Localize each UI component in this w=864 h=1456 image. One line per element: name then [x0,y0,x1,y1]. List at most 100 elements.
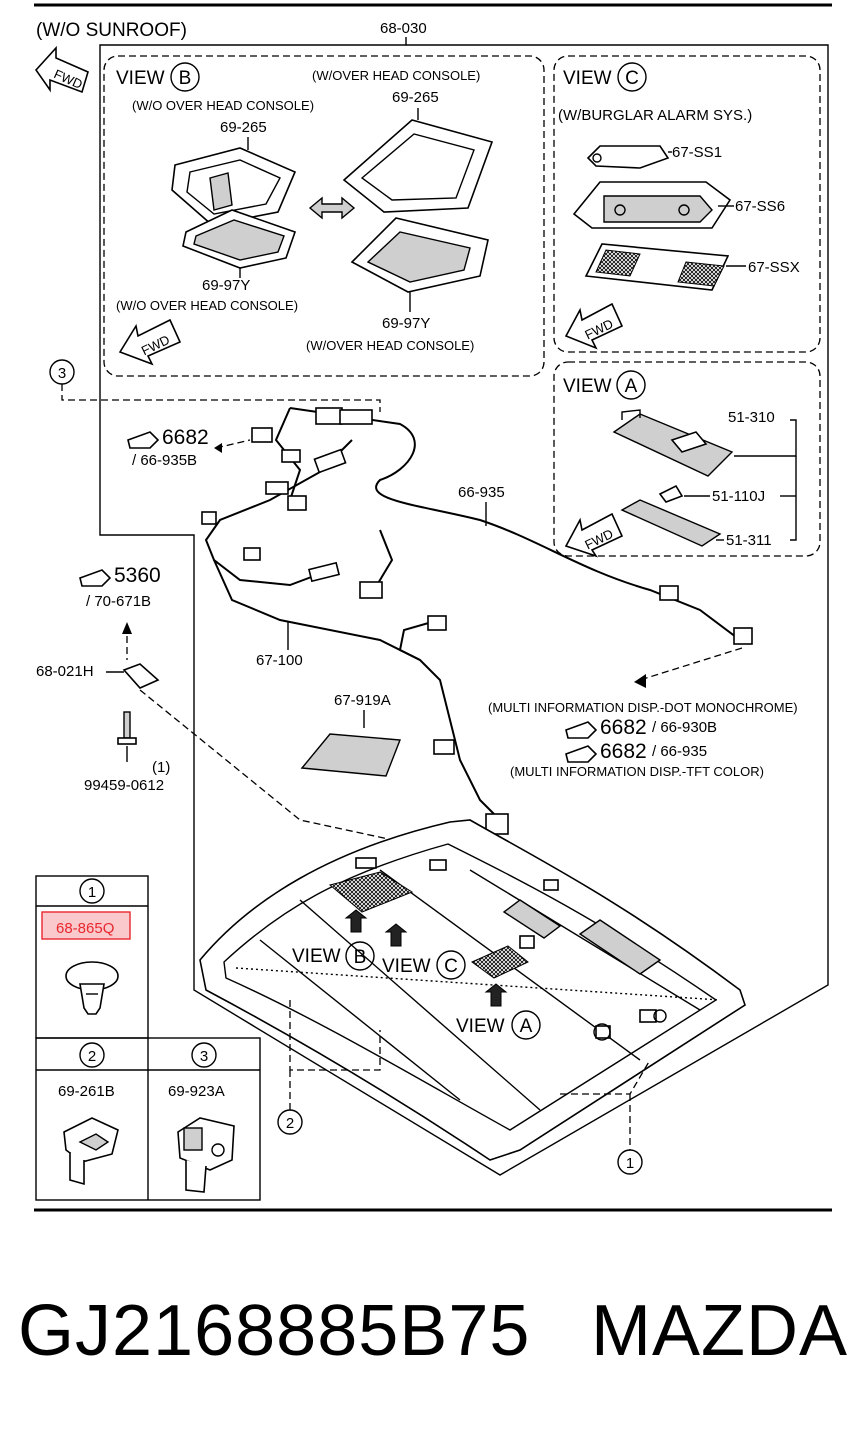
ref-6682-a-num: 6682 [162,426,209,449]
view-b-note-bottom-left: (W/O OVER HEAD CONSOLE) [116,298,298,313]
view-a-part-c: 51-311 [726,532,772,549]
hand-ref-icon-b [79,569,112,587]
ref-5360-sub: / 70-671B [86,593,151,610]
view-b-lid-large [350,217,489,312]
multi-info-ref2-num: 6682 [600,740,647,763]
bracket-part [122,663,160,689]
view-a-part-a: 51-310 [728,409,775,426]
ref-5360-num: 5360 [114,564,161,587]
callout-one-circle [617,1149,643,1175]
view-c-part-a: 67-SS1 [672,144,722,161]
multi-info-note-top: (MULTI INFORMATION DISP.-DOT MONOCHROME) [488,700,798,715]
view-a-map-lamp [612,409,734,477]
ref-6682-a-sub: / 66-935B [132,452,197,469]
view-b-word: VIEW [116,68,165,89]
pad-label: 67-919A [334,692,391,709]
bolt-part [117,711,137,745]
inset-table [35,875,261,1201]
headliner-view-a-letter: A [520,1016,533,1037]
view-b-note-bottom-right: (W/OVER HEAD CONSOLE) [306,338,474,353]
view-b-note-right: (W/OVER HEAD CONSOLE) [312,68,480,83]
view-b-part-d: 69-97Y [382,315,430,332]
pad-part [300,733,401,777]
inset-one-label: 1 [88,884,96,901]
view-a-box [553,361,821,557]
view-a-lens [620,499,722,547]
view-c-sensor-bracket [586,145,672,169]
view-c-note: (W/BURGLAR ALARM SYS.) [558,107,752,124]
inset-two-circle [79,1042,105,1068]
part-number: GJ2168885B75 [18,1291,531,1371]
clip-69-923a [177,1117,235,1193]
bolt-label: 99459-0612 [84,777,164,794]
harness-roof-label: 67-100 [256,652,303,669]
view-c-letter: C [625,68,639,89]
double-arrow-icon [308,196,356,220]
callout-three-label: 3 [58,365,66,382]
multi-info-ref1-num: 6682 [600,716,647,739]
fwd-arrow-icon: FWD [34,45,89,94]
view-b-note-left: (W/O OVER HEAD CONSOLE) [132,98,314,113]
brand-name: MAZDA [591,1291,848,1371]
view-a-circle [616,370,646,400]
inset-part-two: 69-261B [58,1083,115,1100]
bolt-qty: (1) [152,759,170,776]
arrow-view-c-icon [384,923,408,947]
parts-diagram: (W/O SUNROOF) 68-030 FWD VIEW B (W/OVER … [34,3,832,1212]
view-b-part-c: 69-97Y [202,277,250,294]
ref-6682-a-arrow [214,443,222,453]
harness-main-label: 66-935 [458,484,505,501]
bracket-label: 68-021H [36,663,94,680]
ref-5360-arrow [122,622,132,634]
view-a-bracket-bottom [790,456,797,541]
header-label: (W/O SUNROOF) [36,20,187,41]
headliner-view-b-letter: B [354,947,367,968]
callout-two-leader [289,1000,381,1071]
multi-info-arrow [634,674,646,688]
callout-two-label: 2 [286,1115,294,1132]
main-part-label: 68-030 [380,20,427,37]
wire-harness [201,407,753,835]
headliner-view-a-circle [511,1010,541,1040]
view-c-circle [617,62,647,92]
view-b-letter: B [179,68,192,89]
view-a-bracket-top [734,419,797,457]
multi-info-note-bottom: (MULTI INFORMATION DISP.-TFT COLOR) [510,764,764,779]
callout-one-label: 1 [626,1155,634,1172]
view-b-bracket-small [171,137,297,226]
inset-two-label: 2 [88,1048,96,1065]
headliner-view-a-word: VIEW [456,1016,505,1037]
view-a-fwd-arrow-icon: FWD [564,512,624,558]
multi-info-ref2-sub: / 66-935 [652,743,707,760]
footer: GJ2168885B75 MAZDA [0,1290,864,1400]
view-a-letter: A [625,376,638,397]
view-c-fwd-arrow-icon: FWD [564,302,624,350]
view-c-word: VIEW [563,68,612,89]
inset-three-circle [191,1042,217,1068]
headliner-view-b-circle [345,941,375,971]
arrow-view-a-icon [484,983,508,1007]
main-outline [99,44,829,1176]
inset-clip-label[interactable]: 68-865Q [56,920,114,937]
callout-two-circle [277,1109,303,1135]
clip-highlight [41,911,131,940]
headliner-panel [199,819,746,1161]
view-c-sensor-unit [572,181,734,229]
inset-three-label: 3 [200,1048,208,1065]
multi-info-ref1-sub: / 66-930B [652,719,717,736]
headliner-view-c-word: VIEW [382,956,431,977]
arrow-view-b-icon [344,909,368,933]
headliner-view-b-word: VIEW [292,946,341,967]
view-a-part-b: 51-110J [712,488,765,505]
multi-info-leader [639,647,743,681]
view-b-part-a-right: 69-265 [392,89,439,106]
headliner-view-c-letter: C [444,956,458,977]
hand-ref-icon-c [565,721,598,739]
diagram-canvas: (W/O SUNROOF) 68-030 FWD VIEW B (W/OVER … [34,3,832,1212]
inset-one-circle [79,878,105,904]
view-c-cover [584,243,746,291]
view-c-part-c: 67-SSX [748,259,800,276]
hand-ref-icon-d [565,745,598,763]
view-b-circle [170,62,200,92]
view-b-part-a-left: 69-265 [220,119,267,136]
